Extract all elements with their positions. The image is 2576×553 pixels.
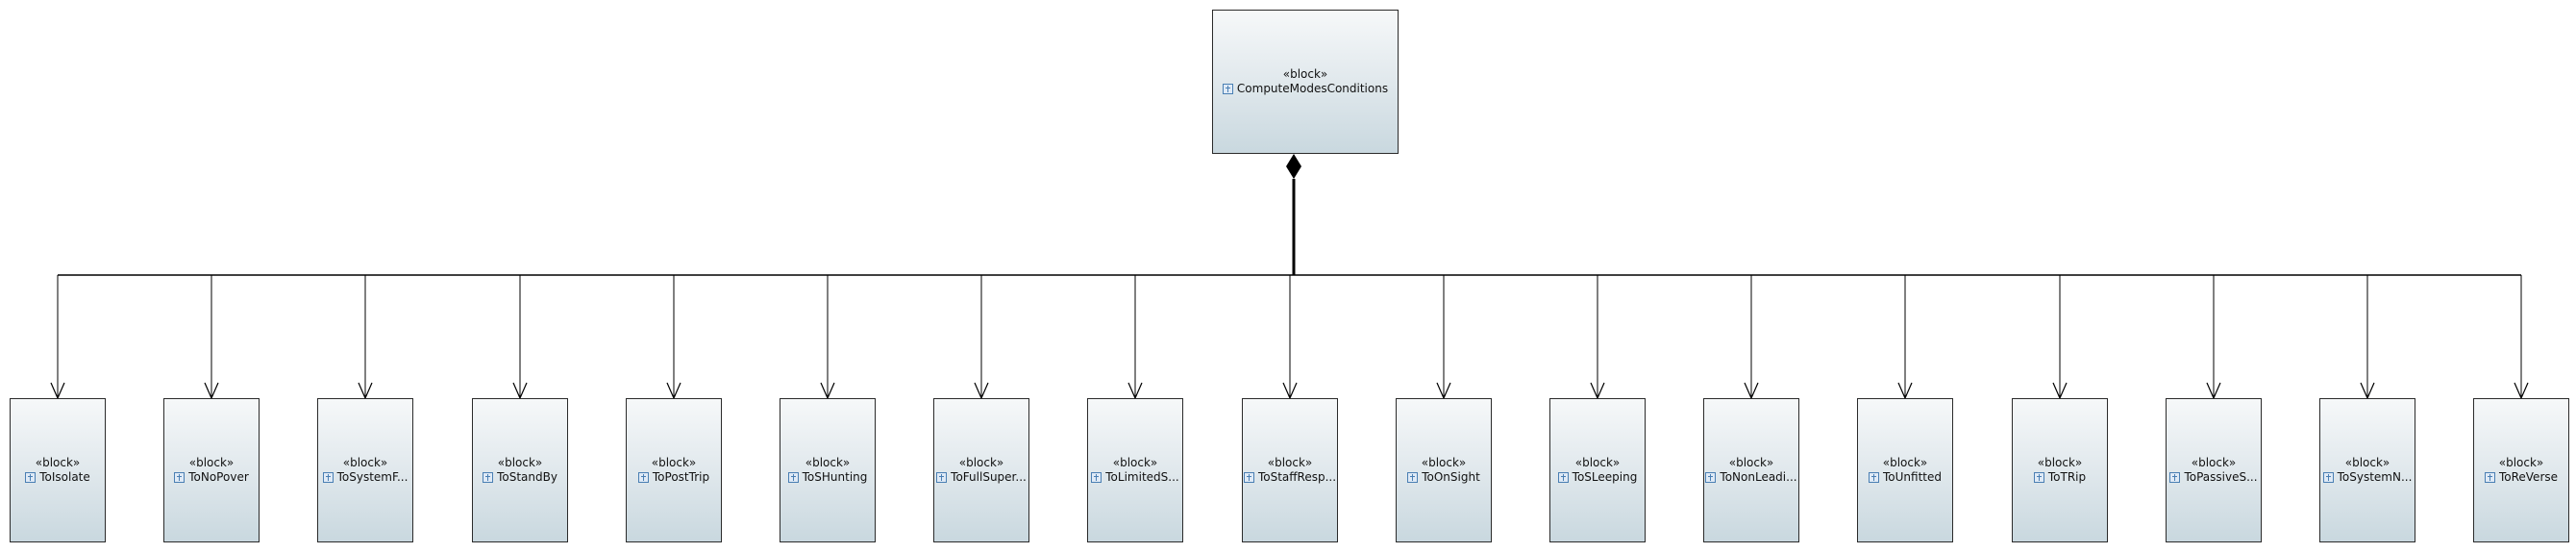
child-block[interactable]: «block»ToStandBy xyxy=(472,398,568,542)
child-block-name: ToFullSuper... xyxy=(951,470,1027,484)
child-name-row: ToFullSuper... xyxy=(936,470,1027,485)
child-name-row: ToPostTrip xyxy=(637,470,710,485)
child-block-name: ToStandBy xyxy=(497,470,557,484)
child-name-row: ToSLeeping xyxy=(1557,470,1638,485)
child-block-name: ToSLeeping xyxy=(1572,470,1638,484)
child-block-name: ToUnfitted xyxy=(1883,470,1942,484)
child-block[interactable]: «block»ToIsolate xyxy=(10,398,106,542)
block-icon xyxy=(322,472,334,483)
child-name-row: ToReVerse xyxy=(2484,470,2559,485)
block-icon xyxy=(1222,84,1233,94)
child-name-row: ToSHunting xyxy=(787,470,868,485)
child-block[interactable]: «block»ToNonLeadi... xyxy=(1703,398,1799,542)
filled-diamond-icon xyxy=(1286,154,1301,179)
child-block[interactable]: «block»ToOnSight xyxy=(1396,398,1492,542)
block-icon xyxy=(25,472,37,483)
block-icon xyxy=(2484,472,2495,483)
child-block-name: ToTRip xyxy=(2047,470,2087,484)
child-stereotype: «block» xyxy=(1728,456,1774,469)
block-icon xyxy=(483,472,494,483)
child-block[interactable]: «block»ToSHunting xyxy=(780,398,876,542)
block-icon xyxy=(1557,472,1569,483)
child-stereotype: «block» xyxy=(1882,456,1928,469)
child-block[interactable]: «block»ToStaffResp... xyxy=(1242,398,1338,542)
block-icon xyxy=(174,472,186,483)
child-stereotype: «block» xyxy=(1421,456,1467,469)
child-block[interactable]: «block»ToPostTrip xyxy=(626,398,722,542)
child-block-name: ToPostTrip xyxy=(652,470,710,484)
child-block[interactable]: «block»ToNoPover xyxy=(163,398,260,542)
child-stereotype: «block» xyxy=(1267,456,1313,469)
child-stereotype: «block» xyxy=(188,456,235,469)
child-name-row: ToIsolate xyxy=(25,470,90,485)
child-name-row: ToPassiveS... xyxy=(2169,470,2258,485)
child-block[interactable]: «block»ToSLeeping xyxy=(1549,398,1646,542)
child-block-name: ToNonLeadi... xyxy=(1720,470,1797,484)
child-stereotype: «block» xyxy=(2498,456,2544,469)
child-name-row: ToLimitedS... xyxy=(1091,470,1179,485)
root-name-row: ComputeModesConditions xyxy=(1222,82,1389,96)
block-icon xyxy=(1243,472,1254,483)
root-stereotype: «block» xyxy=(1282,67,1328,81)
child-stereotype: «block» xyxy=(1574,456,1621,469)
child-name-row: ToUnfitted xyxy=(1869,470,1942,485)
child-name-row: ToStaffResp... xyxy=(1243,470,1337,485)
child-block-name: ToPassiveS... xyxy=(2184,470,2258,484)
child-stereotype: «block» xyxy=(342,456,388,469)
child-name-row: ToNonLeadi... xyxy=(1705,470,1797,485)
child-block[interactable]: «block»ToSystemN... xyxy=(2319,398,2415,542)
block-icon xyxy=(2033,472,2044,483)
child-block-name: ToSHunting xyxy=(802,470,868,484)
child-name-row: ToTRip xyxy=(2033,470,2087,485)
child-block-name: ToOnSight xyxy=(1422,470,1480,484)
child-block-name: ToIsolate xyxy=(39,470,90,484)
child-block[interactable]: «block»ToFullSuper... xyxy=(933,398,1029,542)
block-icon xyxy=(1091,472,1102,483)
child-block[interactable]: «block»ToPassiveS... xyxy=(2166,398,2262,542)
child-block-name: ToStaffResp... xyxy=(1257,470,1337,484)
block-icon xyxy=(936,472,948,483)
child-stereotype: «block» xyxy=(958,456,1004,469)
root-block-name: ComputeModesConditions xyxy=(1236,82,1389,95)
child-block-name: ToSystemN... xyxy=(2337,470,2413,484)
block-icon xyxy=(787,472,799,483)
block-icon xyxy=(2169,472,2181,483)
block-icon xyxy=(1705,472,1717,483)
child-name-row: ToStandBy xyxy=(483,470,557,485)
child-block[interactable]: «block»ToUnfitted xyxy=(1857,398,1953,542)
child-stereotype: «block» xyxy=(497,456,543,469)
child-block-name: ToSystemF... xyxy=(336,470,409,484)
child-block[interactable]: «block»ToTRip xyxy=(2012,398,2108,542)
child-stereotype: «block» xyxy=(35,456,81,469)
child-block-name: ToLimitedS... xyxy=(1105,470,1179,484)
child-stereotype: «block» xyxy=(805,456,851,469)
child-name-row: ToSystemF... xyxy=(322,470,409,485)
child-name-row: ToOnSight xyxy=(1407,470,1480,485)
block-icon xyxy=(1869,472,1879,483)
block-icon xyxy=(2322,472,2334,483)
child-stereotype: «block» xyxy=(2344,456,2390,469)
child-block-name: ToNoPover xyxy=(188,470,249,484)
child-block[interactable]: «block»ToSystemF... xyxy=(317,398,413,542)
child-name-row: ToNoPover xyxy=(174,470,249,485)
child-block-name: ToReVerse xyxy=(2498,470,2559,484)
child-stereotype: «block» xyxy=(1112,456,1158,469)
child-block[interactable]: «block»ToReVerse xyxy=(2473,398,2569,542)
child-block[interactable]: «block»ToLimitedS... xyxy=(1087,398,1183,542)
child-stereotype: «block» xyxy=(2037,456,2083,469)
child-stereotype: «block» xyxy=(2191,456,2237,469)
root-block[interactable]: «block» ComputeModesConditions xyxy=(1212,10,1399,154)
block-icon xyxy=(1407,472,1419,483)
child-stereotype: «block» xyxy=(651,456,697,469)
connectors xyxy=(50,154,2529,400)
block-icon xyxy=(637,472,649,483)
child-name-row: ToSystemN... xyxy=(2322,470,2413,485)
